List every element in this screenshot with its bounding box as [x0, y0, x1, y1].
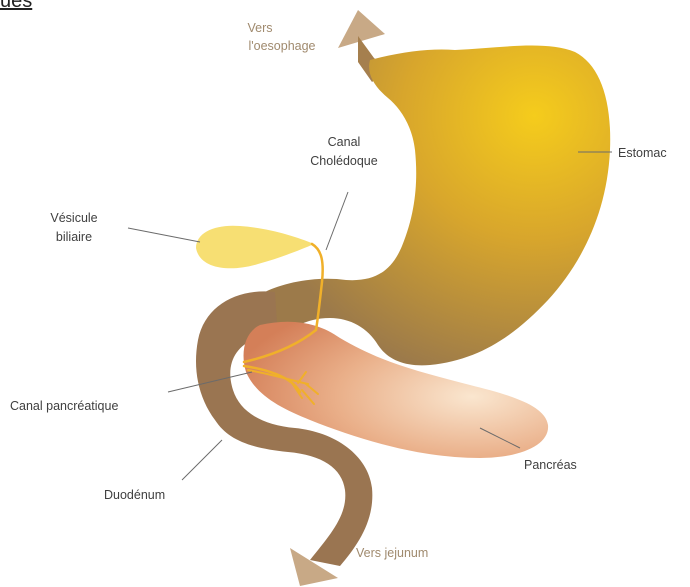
- pancreatic-duct-label: Canal pancréatique: [10, 399, 118, 413]
- gallbladder-leader: [128, 228, 200, 242]
- bile-duct-label-line1: Canal: [328, 135, 361, 149]
- bile-duct-label-line2: Cholédoque: [310, 154, 377, 168]
- duodenum-leader: [182, 440, 222, 480]
- stomach-label: Estomac: [618, 146, 667, 160]
- bile-duct-leader: [326, 192, 348, 250]
- oesophagus-label-line2: l'oesophage: [248, 39, 315, 53]
- duodenum-label: Duodénum: [104, 488, 165, 502]
- gallbladder-shape: [196, 226, 314, 269]
- gallbladder-label-line1: Vésicule: [50, 211, 97, 225]
- jejunum-label: Vers jejunum: [356, 546, 428, 560]
- oesophagus-label-line1: Vers: [247, 21, 272, 35]
- pancreas-label: Pancréas: [524, 458, 577, 472]
- gallbladder-label-line2: biliaire: [56, 230, 92, 244]
